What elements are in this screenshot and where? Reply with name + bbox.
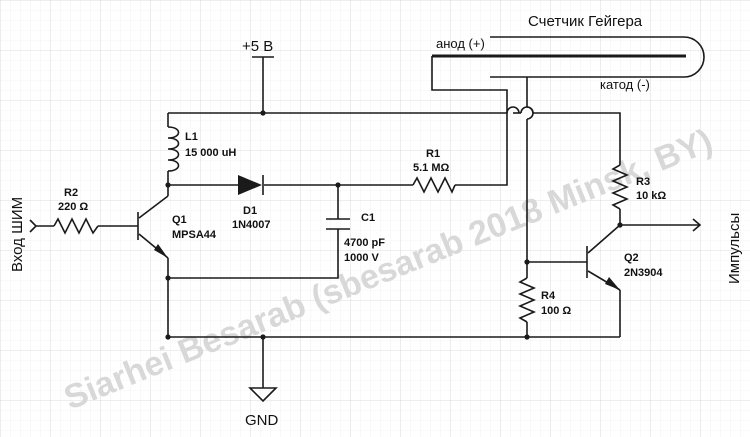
ground-symbol <box>248 387 278 403</box>
q2-value: 2N3904 <box>624 267 663 279</box>
q1-ref: Q1 <box>172 214 187 226</box>
r1-value: 5.1 MΩ <box>413 162 450 174</box>
r4-ref: R4 <box>541 290 556 302</box>
inductor-l1 <box>167 126 180 172</box>
input-label: Вход ШИМ <box>9 197 26 272</box>
l1-value: 15 000 uH <box>185 147 236 159</box>
r3-value: 10 kΩ <box>636 190 666 202</box>
vcc-label: +5 В <box>242 38 273 55</box>
input-arrow <box>29 219 38 233</box>
output-label: Импульсы <box>726 213 743 284</box>
resistor-r3 <box>610 164 630 210</box>
wires <box>36 56 700 388</box>
r2-ref: R2 <box>64 187 78 199</box>
diode-d1 <box>238 175 264 195</box>
d1-ref: D1 <box>243 205 257 217</box>
resistor-r4 <box>517 277 537 323</box>
anode-label: анод (+) <box>436 36 485 51</box>
tube-title: Счетчик Гейгера <box>528 13 643 30</box>
transistor-q2 <box>586 224 621 291</box>
gnd-label: GND <box>245 412 279 429</box>
l1-ref: L1 <box>185 131 198 143</box>
c1-ref: C1 <box>361 212 375 224</box>
resistor-r1 <box>412 176 456 194</box>
r4-value: 100 Ω <box>541 305 571 317</box>
d1-value: 1N4007 <box>232 219 271 231</box>
output-arrow <box>692 218 702 232</box>
wire-hop-cathode <box>526 106 534 120</box>
capacitor-c1 <box>326 218 350 230</box>
c1-value-1: 4700 pF <box>344 237 385 249</box>
q2-ref: Q2 <box>624 252 639 264</box>
q1-value: MPSA44 <box>172 229 217 241</box>
wire-hop-left <box>506 106 520 114</box>
r1-ref: R1 <box>426 148 440 160</box>
cathode-label: катод (-) <box>600 77 650 92</box>
transistor-q1 <box>137 195 169 259</box>
r3-ref: R3 <box>636 176 650 188</box>
geiger-tube <box>432 36 705 93</box>
resistor-r2 <box>53 217 99 235</box>
r2-value: 220 Ω <box>58 201 88 213</box>
c1-value-2: 1000 V <box>344 252 380 264</box>
